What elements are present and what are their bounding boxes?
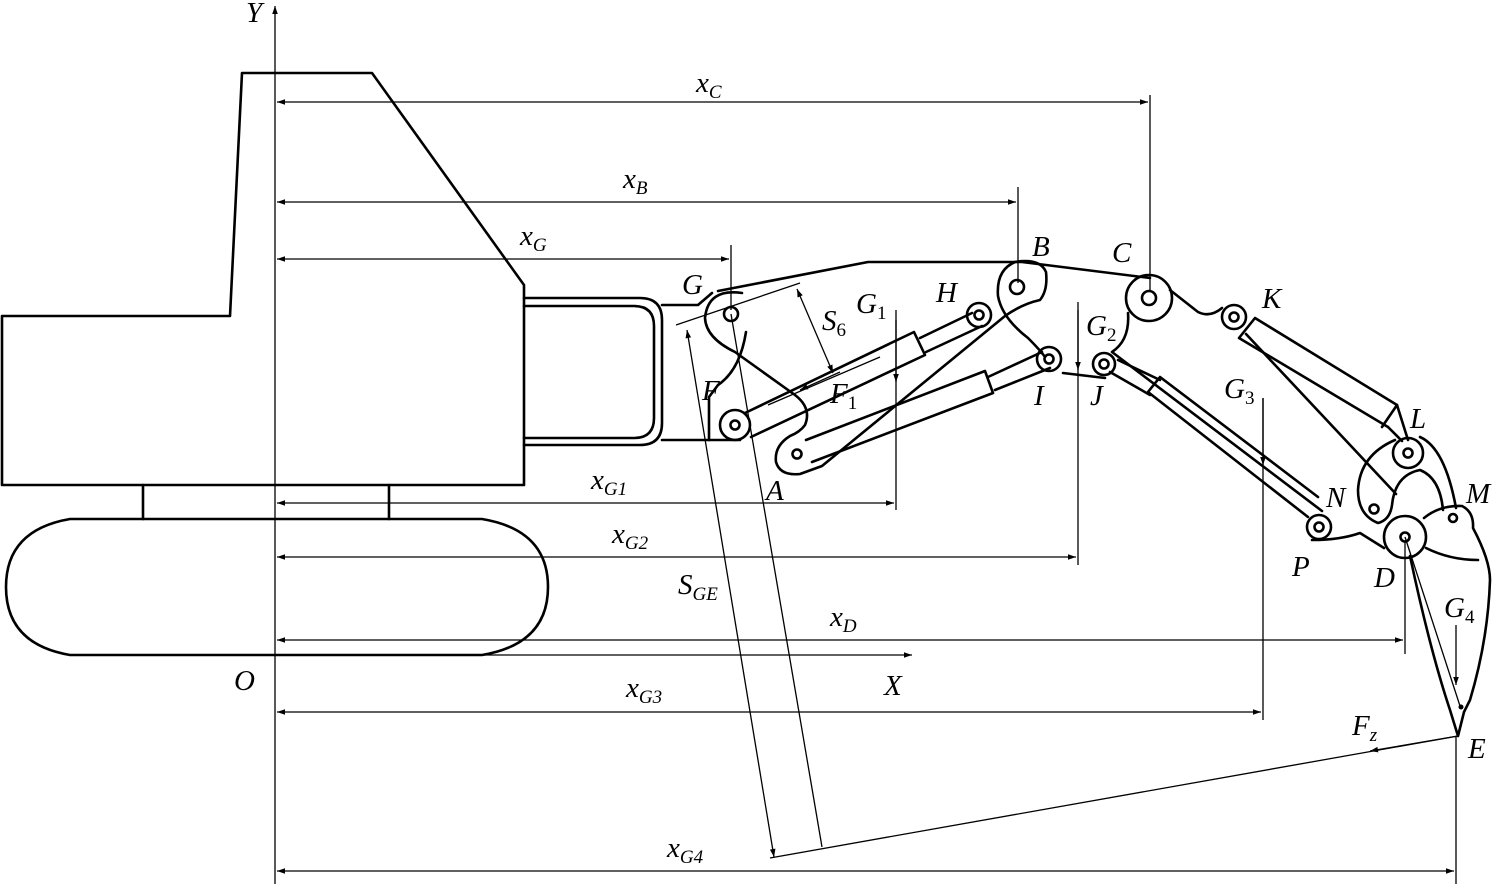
arm-lower-edge (1110, 311, 1324, 513)
y-axis-label: Y (246, 0, 265, 29)
dimension-lines (277, 95, 1459, 884)
boom-tip-link (1061, 371, 1107, 380)
point-label-K: K (1261, 283, 1283, 315)
dim-label-xG3: xG3 (625, 672, 662, 708)
pin-C (1124, 273, 1174, 323)
rocker-link (1356, 438, 1445, 525)
dim-label-xC: xC (695, 67, 722, 103)
pin-L (1391, 436, 1425, 470)
arm-upper-edge (1168, 288, 1224, 316)
arm-mid-edge (1244, 332, 1398, 496)
pin-I (1035, 345, 1063, 373)
bucket-rib (1424, 546, 1480, 562)
bucket-shell (1408, 504, 1492, 738)
point-label-E: E (1467, 733, 1486, 765)
bucket-cylinder (1108, 358, 1320, 519)
bracket-arm-top (660, 291, 714, 307)
x-axis-label: X (883, 670, 903, 702)
point-label-I: I (1033, 380, 1045, 412)
dim-label-SGE: SGE (678, 569, 718, 605)
point-label-H: H (935, 277, 959, 309)
S6-dimension (796, 288, 834, 374)
dim-label-xG1: xG1 (590, 464, 627, 500)
bucket (1404, 504, 1492, 738)
point-label-P: P (1291, 551, 1310, 583)
bracket-outer (522, 296, 664, 447)
dim-label-xG4: xG4 (666, 832, 704, 868)
point-label-B: B (1032, 231, 1050, 263)
SGE-dimension (685, 329, 776, 858)
connecting-link (1418, 435, 1458, 510)
gravity-label-G3: G3 (1224, 373, 1254, 409)
F1-arrow (799, 371, 841, 391)
S6-cylinder-axis-line (767, 356, 881, 406)
cylinder-rod (986, 350, 1052, 392)
cylinder-rod (918, 311, 984, 354)
force-label-F1: F1 (829, 378, 857, 414)
bucket-D-G4-line (1404, 536, 1461, 707)
forces (799, 310, 1459, 753)
pin-M (1447, 512, 1459, 524)
point-label-F: F (701, 375, 720, 407)
cylinder-rod (1386, 403, 1410, 443)
arm-tip-edge (1310, 531, 1386, 550)
pin-N (1368, 503, 1380, 515)
pin-P (1305, 513, 1333, 541)
S6-reference-line (675, 282, 801, 326)
gravity-label-G1: G1 (856, 288, 886, 324)
point-label-N: N (1325, 482, 1347, 514)
dim-label-S6: S6 (822, 305, 846, 341)
cylinder-rod (1108, 358, 1162, 397)
dim-label-xD: xD (829, 601, 857, 637)
G4-point (1458, 704, 1464, 710)
pin-B (1008, 278, 1026, 296)
dim-label-xG: xG (519, 220, 547, 256)
point-label-L: L (1409, 403, 1426, 435)
bracket-inner (522, 304, 656, 440)
point-label-D: D (1373, 562, 1395, 594)
crawler-track (4, 517, 550, 657)
Fz-line-of-action (769, 735, 1459, 859)
point-label-G: G (682, 269, 703, 301)
origin-label: O (234, 665, 255, 697)
bucket-linkage (1356, 435, 1458, 525)
pin-F (718, 408, 752, 442)
arm (1110, 288, 1398, 550)
arm-cylinder (1237, 316, 1410, 443)
point-label-A: A (764, 475, 784, 507)
pin-J (1091, 351, 1117, 377)
force-label-Fz: Fz (1351, 710, 1378, 746)
dim-label-xB: xB (622, 163, 648, 199)
pin-A (791, 448, 803, 460)
point-label-M: M (1465, 478, 1492, 510)
gravity-label-G2: G2 (1086, 310, 1116, 346)
pin-K (1220, 303, 1248, 331)
point-label-C: C (1112, 237, 1132, 269)
point-label-J: J (1090, 380, 1104, 412)
boom-top-edge (716, 260, 1152, 293)
dim-label-xG2: xG2 (611, 518, 649, 554)
labels: Y X O G F A H B I J C K L N P M D E xC x… (234, 0, 1492, 868)
Fz-arrow (1369, 735, 1459, 753)
gravity-label-G4: G4 (1444, 592, 1475, 628)
boom-bracket (522, 291, 742, 447)
G-to-SGE-line (730, 313, 823, 848)
cab-housing (0, 71, 526, 487)
